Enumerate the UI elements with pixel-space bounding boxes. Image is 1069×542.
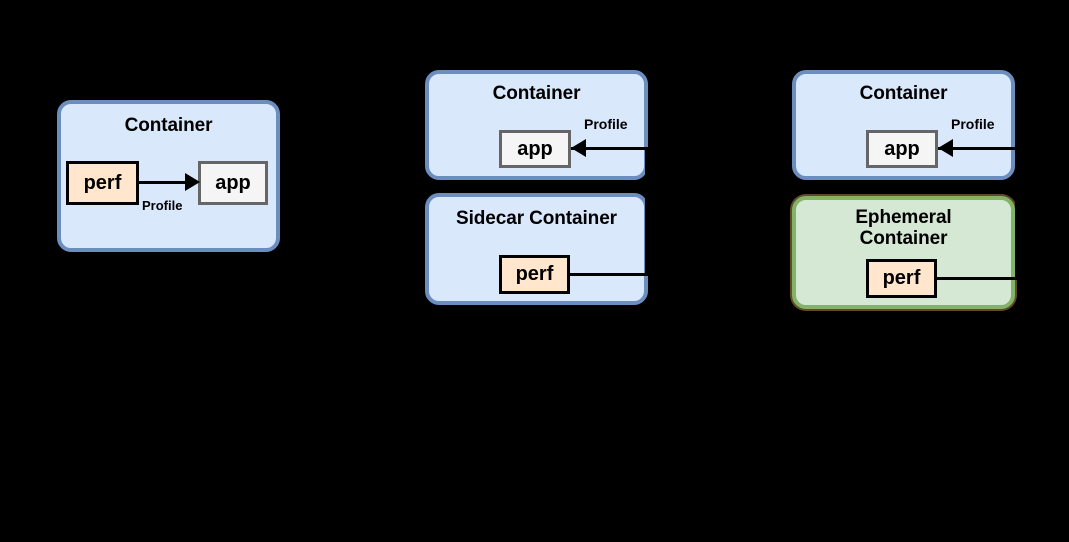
container-title-ephemeral-line2: Container — [859, 228, 948, 249]
edge-line-ephemeral-riser — [1015, 147, 1018, 280]
node-app-3[interactable]: app — [866, 130, 938, 168]
edge-label-profile-2: Profile — [584, 116, 628, 132]
container-title-ephemeral-line1: Ephemeral — [855, 207, 952, 228]
node-app-2[interactable]: app — [499, 130, 571, 168]
edge-line-profile-2 — [571, 147, 648, 150]
arrowhead-icon-profile-1 — [185, 173, 200, 191]
container-title: Container — [492, 83, 581, 104]
edge-label-profile-3: Profile — [951, 116, 995, 132]
edge-line-sidecar-perf — [570, 273, 648, 276]
edge-line-profile-3 — [938, 147, 1018, 150]
node-app-1[interactable]: app — [198, 161, 268, 205]
arrowhead-icon-profile-2 — [571, 139, 586, 157]
node-perf-2[interactable]: perf — [499, 255, 570, 294]
node-perf-1[interactable]: perf — [66, 161, 139, 205]
container-title: Container — [859, 83, 948, 104]
container-box-sidecar[interactable]: Sidecar Container — [425, 193, 648, 305]
edge-line-profile-1 — [139, 181, 187, 184]
arrowhead-icon-profile-3 — [938, 139, 953, 157]
edge-label-profile-1: Profile — [142, 198, 183, 213]
edge-line-ephemeral-perf — [937, 277, 1018, 280]
node-perf-3[interactable]: perf — [866, 259, 937, 298]
container-title-sidecar: Sidecar Container — [456, 208, 617, 229]
container-title: Container — [124, 115, 213, 136]
edge-line-sidecar-riser — [645, 147, 648, 276]
